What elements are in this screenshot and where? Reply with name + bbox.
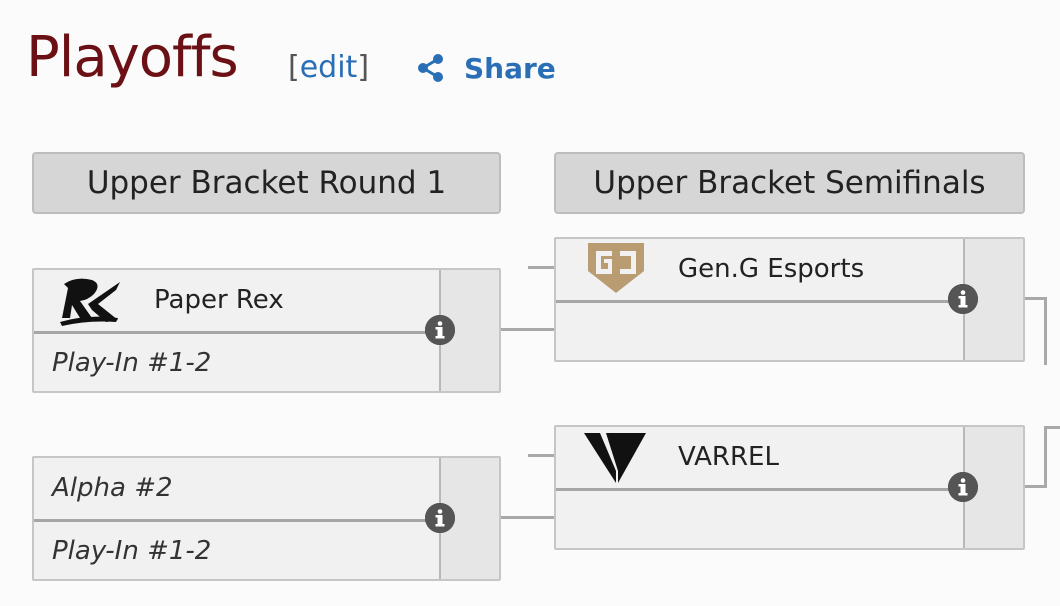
- round-header-label: Upper Bracket Semifinals: [593, 165, 986, 201]
- connector-line: [1044, 426, 1047, 487]
- match-info-button[interactable]: [948, 284, 978, 314]
- team-name-placeholder: Play-In #1-2: [52, 535, 212, 566]
- match-info-button[interactable]: [425, 315, 455, 345]
- share-label: Share: [464, 51, 556, 85]
- team-name-placeholder: Alpha #2: [52, 473, 173, 503]
- connector-line: [528, 266, 556, 269]
- share-button[interactable]: Share: [416, 48, 556, 88]
- connector-line: [499, 328, 555, 331]
- match-info-button[interactable]: [425, 503, 455, 533]
- match-semis-2[interactable]: VARREL: [554, 425, 1025, 550]
- team-slot-top[interactable]: Paper Rex: [34, 270, 441, 330]
- team-slot-top[interactable]: Gen.G Esports: [556, 239, 965, 299]
- edit-link-wrapper: [edit]: [288, 48, 369, 88]
- team-name-placeholder: Play-In #1-2: [52, 347, 212, 378]
- connector-line: [1044, 297, 1047, 365]
- share-icon: [418, 54, 443, 82]
- team-slot-top[interactable]: VARREL: [556, 427, 965, 487]
- team-slot-bottom[interactable]: [556, 488, 965, 548]
- edit-link[interactable]: edit: [299, 50, 358, 85]
- connector-line: [1023, 485, 1047, 488]
- info-icon: [948, 284, 978, 314]
- team-slot-bottom[interactable]: Play-In #1-2: [34, 519, 441, 579]
- match-r1-2[interactable]: Alpha #2 Play-In #1-2: [32, 456, 501, 581]
- match-semis-1[interactable]: Gen.G Esports: [554, 237, 1025, 362]
- team-name: Paper Rex: [154, 285, 284, 315]
- team-name: VARREL: [678, 442, 779, 472]
- round-header-upper-semis: Upper Bracket Semifinals: [554, 152, 1025, 214]
- edit-bracket-open: [: [288, 50, 300, 85]
- round-header-label: Upper Bracket Round 1: [86, 165, 447, 201]
- edit-bracket-close: ]: [357, 50, 370, 85]
- paper-rex-logo: [58, 274, 124, 328]
- match-r1-1[interactable]: Paper Rex Play-In #1-2: [32, 268, 501, 393]
- team-slot-bottom[interactable]: [556, 300, 965, 360]
- info-icon: [948, 472, 978, 502]
- team-slot-bottom[interactable]: Play-In #1-2: [34, 331, 441, 391]
- page-title: Playoffs: [26, 25, 239, 90]
- connector-line: [528, 454, 556, 457]
- connector-line: [1023, 297, 1047, 300]
- team-slot-top[interactable]: Alpha #2: [34, 458, 441, 518]
- match-info-button[interactable]: [948, 472, 978, 502]
- info-icon: [425, 315, 455, 345]
- info-icon: [425, 503, 455, 533]
- gen-g-logo: [584, 241, 648, 295]
- connector-line: [499, 516, 555, 519]
- varrel-logo: [582, 431, 648, 485]
- team-name: Gen.G Esports: [678, 254, 865, 284]
- round-header-upper-r1: Upper Bracket Round 1: [32, 152, 501, 214]
- connector-line: [1044, 426, 1060, 429]
